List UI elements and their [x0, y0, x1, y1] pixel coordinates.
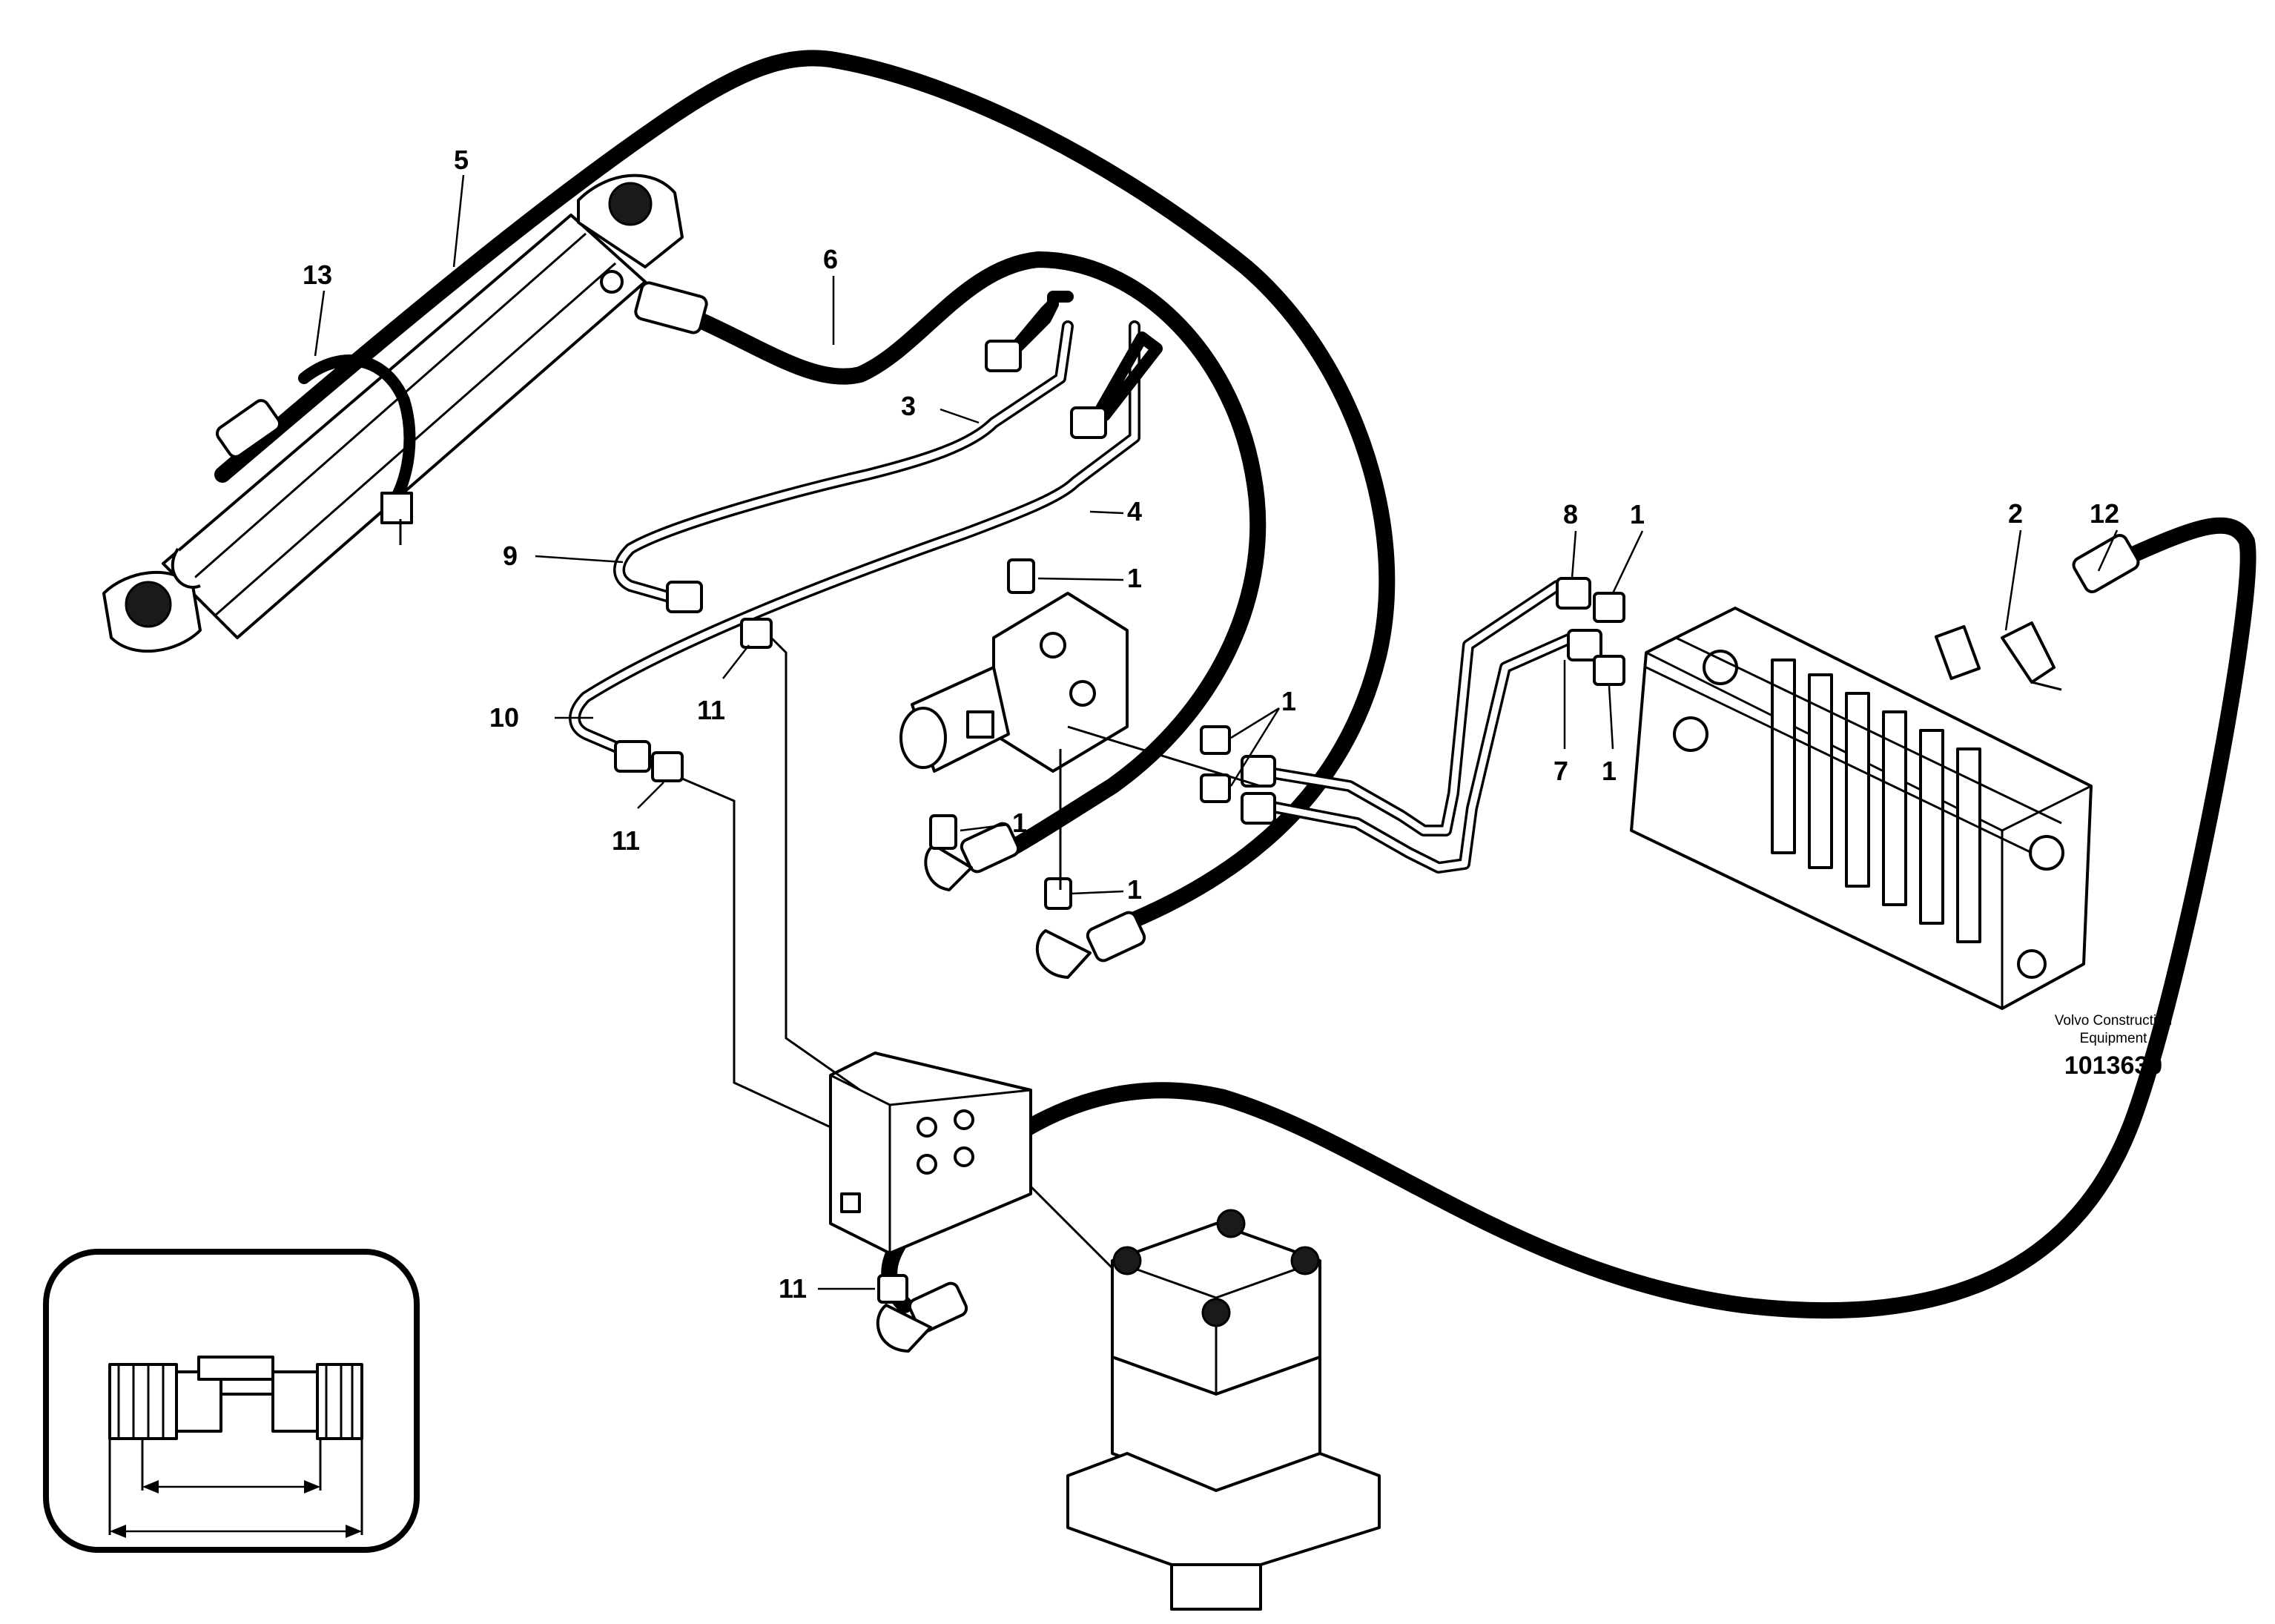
elbow-2	[2001, 621, 2062, 691]
brand-line-1: Volvo Construction	[2054, 1013, 2173, 1029]
hatching	[117, 1364, 354, 1439]
callout-11-a: 11	[697, 695, 725, 725]
callout-10: 10	[489, 702, 519, 733]
callout-7: 7	[1553, 756, 1568, 786]
callout-3: 3	[901, 391, 916, 421]
brand-caption: Volvo Construction Equipment	[2024, 1012, 2202, 1048]
brand-line-2: Equipment	[2079, 1031, 2147, 1046]
pipe-10	[569, 320, 1140, 773]
callout-2: 2	[2008, 498, 2023, 529]
clamp-13	[298, 354, 416, 545]
hose-6	[689, 251, 1267, 868]
pipe-9	[613, 320, 1074, 613]
hose-length-detail-inset	[43, 1249, 420, 1553]
callout-1-c: 1	[1012, 808, 1027, 838]
callout-1-b: 1	[1281, 686, 1296, 716]
callout-12: 12	[2090, 498, 2119, 529]
callout-1-e: 1	[1630, 499, 1645, 529]
callout-leaders	[314, 174, 2119, 1290]
callout-6: 6	[823, 244, 838, 274]
callout-9: 9	[503, 541, 518, 571]
callout-11-b: 11	[612, 825, 640, 856]
callout-8: 8	[1563, 499, 1578, 529]
hydraulic-motor	[1066, 1209, 1381, 1611]
hydraulic-cylinder	[102, 174, 684, 653]
document-number: 1013630	[2064, 1052, 2163, 1080]
pipe-loops-upper	[985, 291, 1163, 439]
valve-sections	[1771, 658, 1981, 943]
hose-end-fittings	[215, 281, 2140, 1353]
callout-1-d: 1	[1127, 874, 1142, 905]
callout-labels: 5 13 6 3 4 9 1 10 11 11 1 1 1 8 1 7 1 2 …	[303, 145, 2119, 1304]
pipe-7-8	[1241, 577, 1602, 874]
adapters	[651, 558, 1625, 1304]
manifold-block	[829, 1052, 1032, 1255]
main-control-valve	[1630, 607, 2093, 1010]
callout-11-c: 11	[779, 1273, 807, 1304]
callout-4: 4	[1127, 496, 1142, 527]
valve-block-center	[899, 592, 1129, 773]
callout-5: 5	[454, 145, 469, 175]
callout-1-a: 1	[1127, 563, 1142, 593]
callout-1-f: 1	[1602, 756, 1617, 786]
hose-5	[214, 50, 1396, 943]
callout-13: 13	[303, 260, 332, 290]
